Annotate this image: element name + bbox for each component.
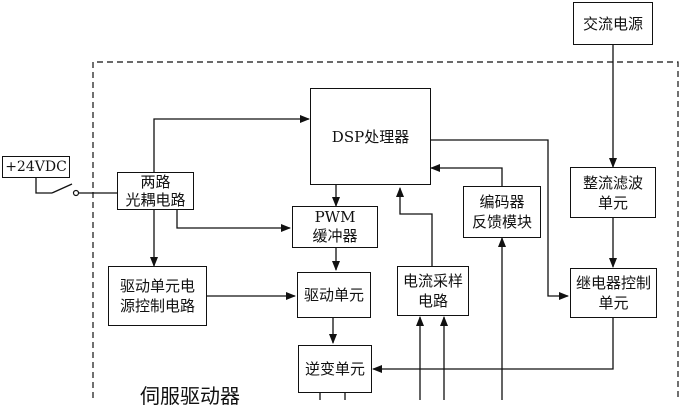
relay-ctrl-box: 继电器控制 单元 [570, 268, 657, 318]
driver-unit-label: 驱动单元 [303, 286, 364, 304]
current-sampling-label-2: 电路 [417, 292, 448, 310]
optocoupler-label-1: 两路 [140, 173, 171, 191]
driver-power-ctrl-label-2: 源控制电路 [119, 297, 195, 315]
driver-unit-box: 驱动单元 [297, 272, 371, 318]
dsp-box: DSP处理器 [310, 88, 431, 185]
encoder-to-dsp [430, 164, 503, 186]
relay-ctrl-label-1: 继电器控制 [575, 274, 651, 292]
current-sampling-label-1: 电流采样 [402, 272, 463, 290]
rectifier-filter-label-1: 整流滤波 [582, 173, 643, 192]
pwm-buffer-label-1: PWM [314, 208, 356, 226]
optocoupler-label-2: 光耦电路 [125, 191, 186, 209]
ac-power-box: 交流电源 [573, 2, 653, 45]
block-diagram [35, 45, 679, 400]
dsp-to-relay [431, 139, 569, 300]
switch-contact [72, 189, 80, 197]
servo-driver-caption: 伺服驱动器 [140, 384, 240, 408]
inverter-box: 逆变单元 [298, 345, 372, 393]
inverter-label: 逆变单元 [304, 360, 365, 378]
current-sampling-box: 电流采样 电路 [397, 266, 469, 316]
driver-power-ctrl-box: 驱动单元电 源控制电路 [108, 266, 207, 326]
pwm-buffer-label-2: 缓冲器 [312, 227, 358, 245]
relay-ctrl-label-2: 单元 [598, 294, 629, 312]
rectifier-filter-box: 整流滤波 单元 [570, 167, 656, 218]
encoder-feedback-label-1: 编码器 [479, 193, 525, 211]
ac-power-label: 交流电源 [582, 14, 643, 33]
switch-blade [51, 183, 73, 194]
encoder-feedback-label-2: 反馈模块 [471, 213, 532, 231]
opto-to-dsp [153, 115, 310, 172]
optocoupler-box: 两路 光耦电路 [117, 172, 194, 210]
relay-to-inverter [372, 318, 614, 373]
driver-power-ctrl-label-1: 驱动单元电 [119, 277, 195, 295]
current-to-dsp [396, 187, 433, 266]
rectifier-filter-label-2: 单元 [597, 193, 628, 212]
supply-label: +24VDC [5, 159, 67, 175]
dsp-label: DSP处理器 [331, 127, 410, 146]
supply-label-box: +24VDC [2, 156, 70, 178]
opto-to-pwm [176, 210, 291, 232]
supply-wire [35, 178, 52, 194]
pwm-buffer-box: PWM 缓冲器 [292, 206, 378, 248]
encoder-feedback-box: 编码器 反馈模块 [463, 186, 541, 238]
